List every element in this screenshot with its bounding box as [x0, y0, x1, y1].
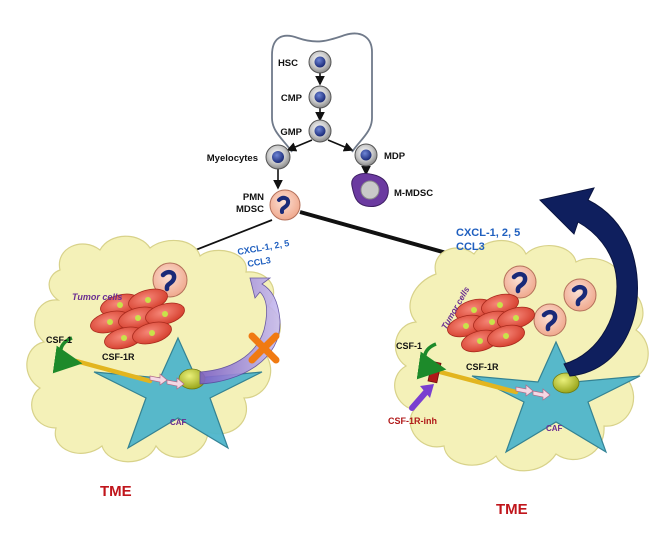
right-signal-arrows	[515, 384, 551, 401]
label-m-mdsc: M-MDSC	[394, 188, 433, 199]
label-gmp: GMP	[280, 127, 302, 138]
right-tme-label: TME	[496, 501, 528, 518]
label-mdsc: MDSC	[236, 204, 264, 215]
block-x-icon	[248, 332, 280, 364]
right-csf1-arrow	[416, 342, 447, 380]
label-mdp: MDP	[384, 151, 406, 162]
left-chemokine-label-1: CXCL-1, 2, 5	[237, 238, 290, 257]
hsc-cell	[308, 50, 332, 74]
cmp-cell	[308, 85, 332, 109]
mdp-cell	[354, 143, 378, 167]
right-chemokine-label-2: CCL3	[456, 241, 485, 253]
left-tme-mdsc-cell	[152, 262, 188, 298]
left-csf1-arrow	[52, 336, 83, 374]
label-myelocytes: Myelocytes	[207, 153, 258, 164]
left-tumor-cells	[90, 288, 185, 350]
right-csf1r-label: CSF-1R	[466, 362, 499, 372]
label-pmn: PMN	[243, 192, 264, 203]
right-csf1r-receptor	[437, 369, 519, 395]
left-tme-cloud	[26, 235, 281, 463]
hierarchy-arrows	[161, 72, 508, 277]
right-tme-mdsc-cells	[503, 265, 597, 337]
left-signal-arrows	[149, 373, 185, 390]
m-mdsc-cell	[351, 173, 389, 207]
left-csf1r-receptor	[73, 358, 153, 384]
left-csf1-label: CSF-1	[46, 335, 72, 345]
right-caf-star	[471, 340, 641, 454]
right-caf-label: CAF	[546, 424, 563, 433]
left-csf1r-label: CSF-1R	[102, 352, 135, 362]
inhibitor-arrow	[409, 384, 434, 411]
left-tumor-cells-label: Tumor cells	[72, 292, 122, 302]
gmp-cell	[308, 119, 332, 143]
left-chemokine-arrow	[199, 277, 281, 385]
left-caf-label: CAF	[170, 418, 187, 427]
right-chemokine-label-1: CXCL-1, 2, 5	[456, 227, 520, 239]
label-hsc: HSC	[278, 58, 298, 69]
label-cmp: CMP	[281, 93, 303, 104]
myelocyte-cell	[265, 144, 291, 170]
left-tme-label: TME	[100, 483, 132, 500]
right-tumor-cells	[447, 293, 535, 353]
right-csf1-label: CSF-1	[396, 341, 422, 351]
pmn-mdsc-cell	[269, 189, 301, 221]
left-chemokine-label-2: CCL3	[247, 255, 272, 269]
right-inhibitor-label: CSF-1R-inh	[388, 416, 437, 426]
chemokine-release-arrow	[539, 187, 638, 377]
right-caf-nucleus	[552, 372, 580, 394]
